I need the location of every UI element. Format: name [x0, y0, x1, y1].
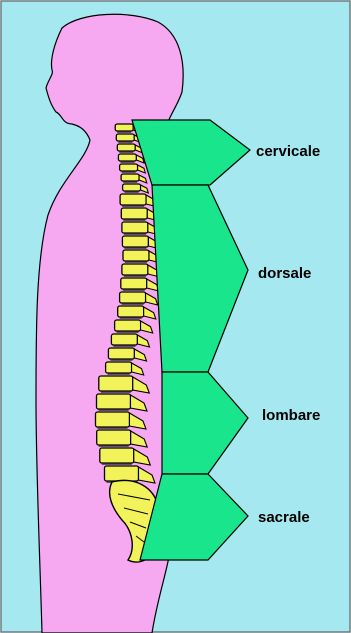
vertebra	[121, 208, 147, 219]
vertebra	[105, 466, 139, 481]
label-cervical: cervicale	[256, 143, 320, 160]
vertebra	[122, 222, 148, 233]
vertebra	[116, 134, 134, 141]
vertebra	[97, 394, 131, 409]
label-sacral: sacrale	[258, 509, 310, 526]
label-thoracic: dorsale	[258, 265, 311, 282]
vertebra	[118, 306, 144, 317]
vertebra	[100, 448, 134, 463]
vertebra	[115, 124, 133, 131]
vertebra	[96, 412, 130, 427]
vertebra	[120, 194, 146, 205]
vertebra	[123, 184, 141, 191]
vertebra	[122, 236, 148, 247]
vertebra	[121, 278, 147, 289]
vertebra	[97, 430, 131, 445]
vertebra	[99, 376, 133, 391]
vertebra	[118, 154, 136, 161]
vertebra	[106, 362, 132, 373]
vertebra	[111, 334, 137, 345]
vertebra	[120, 292, 146, 303]
label-lumbar: lombare	[262, 407, 320, 424]
vertebra	[115, 320, 141, 331]
vertebra	[117, 144, 135, 151]
vertebra	[122, 264, 148, 275]
vertebra	[108, 348, 134, 359]
vertebra	[120, 164, 138, 171]
vertebra	[123, 250, 149, 261]
vertebra	[121, 174, 139, 181]
